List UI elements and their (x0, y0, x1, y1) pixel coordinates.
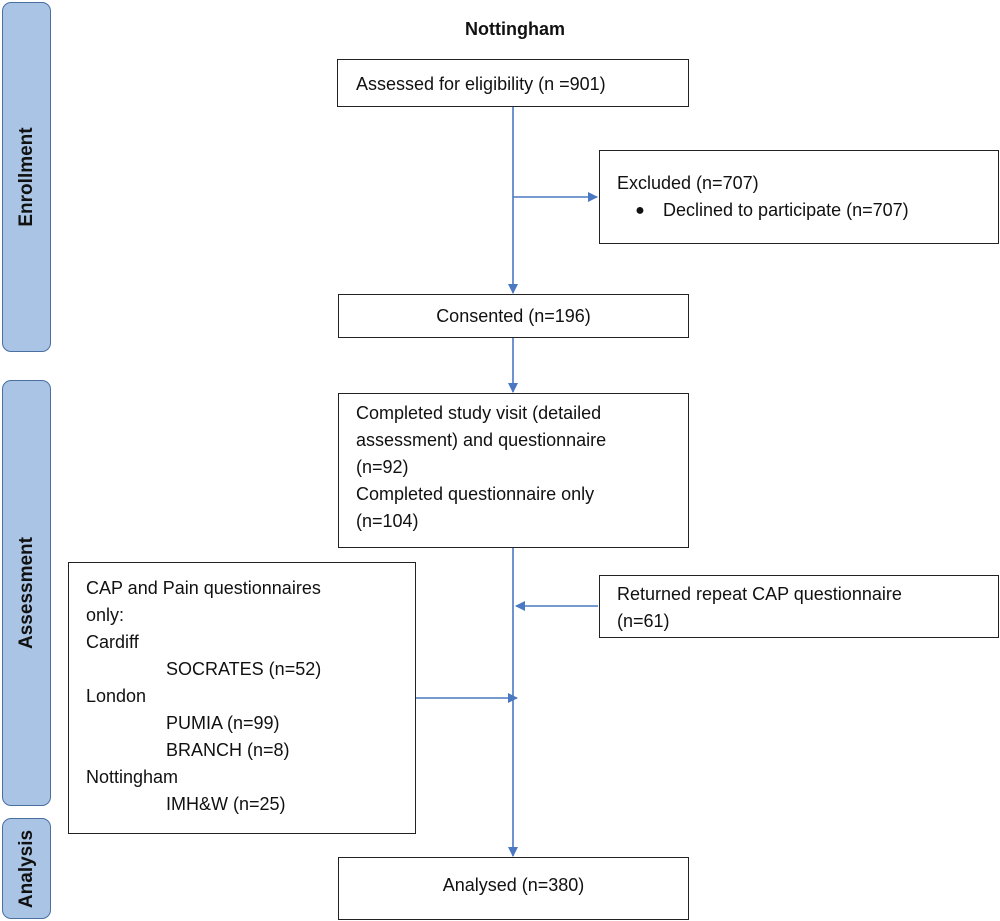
analysed-text: Analysed (n=380) (442, 875, 585, 895)
study-imhw: IMH&W (n=25) (166, 794, 286, 814)
cap-pain-heading-2: only: (86, 605, 125, 625)
assessed-box: Assessed for eligibility (n =901) (337, 59, 689, 107)
assessed-text: Assessed for eligibility (n =901) (356, 74, 606, 94)
phase-analysis: Analysis (2, 818, 51, 919)
study-branch: BRANCH (n=8) (166, 740, 290, 760)
excluded-item: ● Declined to participate (n=707) (617, 197, 998, 224)
site-cardiff: Cardiff (86, 632, 139, 652)
completed-line-4: Completed questionnaire only (356, 484, 595, 504)
completed-line-3: (n=92) (356, 457, 409, 477)
cap-pain-box: CAP and Pain questionnaires only: Cardif… (68, 562, 416, 834)
cap-pain-heading-1: CAP and Pain questionnaires (86, 578, 321, 598)
site-nottingham: Nottingham (86, 767, 179, 787)
completed-line-5: (n=104) (356, 511, 419, 531)
completed-line-2: assessment) and questionnaire (356, 430, 607, 450)
analysed-box: Analysed (n=380) (338, 857, 689, 920)
returned-line-1: Returned repeat CAP questionnaire (617, 584, 902, 604)
consented-text: Consented (n=196) (436, 306, 591, 326)
excluded-box: Excluded (n=707) ● Declined to participa… (599, 150, 999, 244)
site-london: London (86, 686, 147, 706)
completed-box: Completed study visit (detailed assessme… (338, 393, 689, 548)
excluded-title: Excluded (n=707) (617, 173, 759, 193)
study-socrates: SOCRATES (n=52) (166, 659, 322, 679)
bullet-icon: ● (635, 202, 645, 219)
completed-line-1: Completed study visit (detailed (356, 403, 602, 423)
diagram-title: Nottingham (465, 19, 565, 39)
phase-enrollment: Enrollment (2, 2, 51, 352)
study-pumia: PUMIA (n=99) (166, 713, 280, 733)
excluded-item-text: Declined to participate (n=707) (663, 200, 909, 220)
returned-box: Returned repeat CAP questionnaire (n=61) (599, 575, 999, 638)
returned-line-2: (n=61) (617, 611, 670, 631)
phase-assessment: Assessment (2, 380, 51, 806)
consented-box: Consented (n=196) (338, 294, 689, 338)
